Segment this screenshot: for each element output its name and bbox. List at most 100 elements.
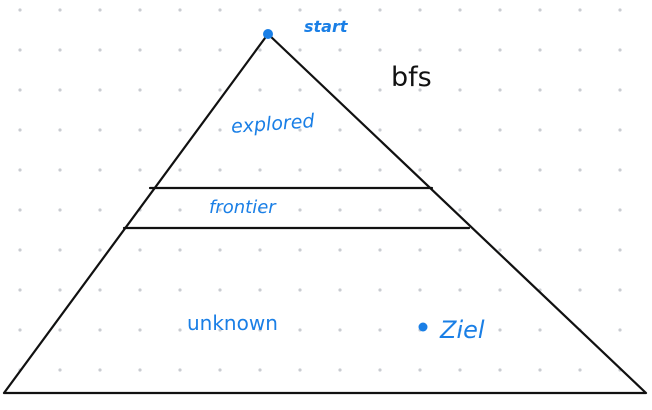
grid-dot [298, 168, 302, 172]
grid-dot [18, 168, 22, 172]
grid-dot [458, 128, 462, 132]
grid-dot [338, 208, 342, 212]
grid-dot [138, 248, 142, 252]
grid-dot [498, 248, 502, 252]
grid-dot [378, 288, 382, 292]
grid-dot [458, 168, 462, 172]
grid-dot [338, 368, 342, 372]
label-frontier: frontier [209, 197, 277, 218]
grid-dot [498, 8, 502, 12]
grid-dot [378, 8, 382, 12]
grid-dot [538, 208, 542, 212]
grid-dot [138, 128, 142, 132]
grid-dot [218, 88, 222, 92]
grid-dot [298, 128, 302, 132]
grid-dot [498, 368, 502, 372]
grid-dot [178, 168, 182, 172]
grid-dot [178, 288, 182, 292]
grid-dot [618, 48, 622, 52]
grid-dot [58, 248, 62, 252]
grid-dot [58, 48, 62, 52]
grid-dot [378, 88, 382, 92]
grid-dot [618, 88, 622, 92]
grid-dot [58, 368, 62, 372]
grid-dot [538, 168, 542, 172]
grid-dot [378, 208, 382, 212]
grid-dot [338, 128, 342, 132]
grid-dot [18, 208, 22, 212]
grid-dot [378, 248, 382, 252]
grid-dot [258, 368, 262, 372]
grid-dot [218, 208, 222, 212]
grid-dot [258, 8, 262, 12]
grid-dot [498, 328, 502, 332]
grid-dot [338, 248, 342, 252]
grid-dot [298, 88, 302, 92]
grid-dot [138, 168, 142, 172]
grid-dot [618, 168, 622, 172]
grid-dot [258, 128, 262, 132]
grid-dot [258, 248, 262, 252]
label-goal: Ziel [439, 316, 485, 344]
grid-dot [178, 208, 182, 212]
grid-dot [218, 248, 222, 252]
grid-dot [458, 248, 462, 252]
grid-dot [498, 48, 502, 52]
grid-dot [138, 288, 142, 292]
grid-dot [138, 328, 142, 332]
grid-dot [58, 208, 62, 212]
grid-dot [538, 48, 542, 52]
grid-dot [18, 128, 22, 132]
grid-dot [138, 88, 142, 92]
grid-dot [218, 288, 222, 292]
grid-dot [258, 208, 262, 212]
grid-dot [418, 48, 422, 52]
grid-dot [258, 328, 262, 332]
start-node-dot [263, 29, 273, 39]
grid-dot [138, 48, 142, 52]
grid-dot [418, 168, 422, 172]
grid-dot [178, 128, 182, 132]
grid-dot [338, 288, 342, 292]
grid-dot [418, 8, 422, 12]
grid-dot [98, 88, 102, 92]
pyramid-outline [2, 32, 648, 395]
grid-dot [458, 328, 462, 332]
grid-dot [458, 208, 462, 212]
grid-dot [58, 8, 62, 12]
grid-dot [298, 288, 302, 292]
grid-dot [418, 88, 422, 92]
grid-dot [18, 48, 22, 52]
grid-dot [218, 328, 222, 332]
grid-dot [498, 88, 502, 92]
grid-dot [418, 368, 422, 372]
grid-dot [98, 328, 102, 332]
grid-dot [618, 128, 622, 132]
grid-dot [298, 368, 302, 372]
grid-dot [218, 128, 222, 132]
grid-dot [258, 288, 262, 292]
grid-dot [98, 168, 102, 172]
grid-dot [418, 128, 422, 132]
grid-dot [138, 368, 142, 372]
grid-dot [218, 8, 222, 12]
grid-dot [378, 128, 382, 132]
grid-dot [338, 168, 342, 172]
grid-dot [18, 248, 22, 252]
grid-dot [178, 328, 182, 332]
grid-dot [58, 168, 62, 172]
label-unknown: unknown [187, 311, 278, 335]
grid-dot [218, 48, 222, 52]
grid-dot [178, 88, 182, 92]
diagram-title: bfs [391, 62, 432, 93]
grid-dot [298, 328, 302, 332]
grid-dot [578, 288, 582, 292]
grid-dot [618, 328, 622, 332]
dot-grid [18, 8, 622, 372]
goal-node-dot [418, 322, 428, 332]
grid-dot [578, 8, 582, 12]
grid-dot [258, 168, 262, 172]
grid-dot [58, 88, 62, 92]
grid-dot [338, 88, 342, 92]
